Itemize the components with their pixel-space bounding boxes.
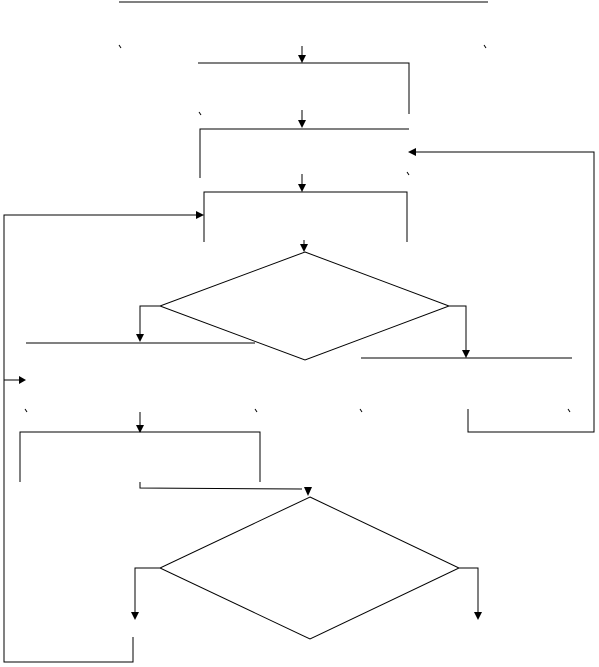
arrowhead-right-branch [462, 350, 470, 358]
arrowhead-2 [298, 120, 306, 128]
decision-1-right-branch [449, 305, 467, 352]
process-box-2 [199, 128, 409, 178]
arrowhead-box-4 [136, 425, 144, 433]
tick-mark [24, 408, 28, 413]
tick-mark [254, 408, 258, 413]
decision-1-left-branch [139, 305, 160, 336]
arrowhead-right-loop [408, 148, 416, 156]
arrowhead-3 [298, 184, 306, 192]
decision-diamond-1 [158, 251, 451, 361]
tick-mark [118, 44, 122, 49]
arrowhead-decision-2-left [131, 612, 139, 620]
arrowhead-start [298, 55, 306, 63]
right-loop-line [416, 151, 595, 433]
process-box-3 [203, 191, 408, 242]
box-4-to-diamond-2-line [139, 482, 303, 490]
tick-mark [359, 408, 363, 413]
arrowhead-diamond-2 [304, 487, 312, 496]
tick-mark [483, 44, 487, 49]
decision-diamond-2 [158, 496, 461, 640]
arrowhead-left-loop [196, 211, 204, 219]
arrowhead-decision-2-right [474, 612, 482, 620]
process-box-1 [198, 62, 410, 114]
arrowhead-left-branch [136, 334, 144, 342]
tick-mark [406, 171, 410, 176]
tick-mark [198, 111, 202, 116]
decision-2-right-branch [459, 567, 479, 612]
tick-mark [567, 408, 571, 413]
left-loop-line [3, 214, 196, 663]
decision-2-left-branch [134, 567, 160, 612]
process-box-4 [19, 431, 261, 482]
arrowhead-4 [300, 244, 308, 252]
arrowhead-left-entry [19, 376, 26, 384]
